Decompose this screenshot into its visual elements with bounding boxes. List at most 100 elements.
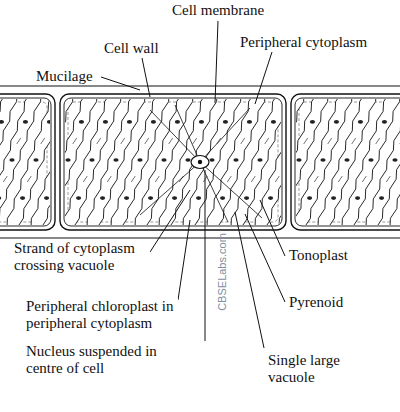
pyrenoid (209, 158, 214, 162)
granule (169, 138, 173, 144)
pyrenoid (0, 120, 4, 124)
pyrenoid (344, 158, 349, 162)
pyrenoid (247, 120, 252, 124)
pyrenoid (296, 158, 301, 162)
pyrenoid (331, 196, 336, 200)
part-label: Pyrenoid (289, 294, 343, 311)
pyrenoid (233, 158, 238, 162)
granule (155, 176, 159, 182)
pyrenoid (76, 196, 81, 200)
chloroplast-group (296, 99, 400, 225)
pyrenoid (185, 158, 190, 162)
part-label: Single large vacuole (268, 352, 378, 386)
granule (73, 138, 77, 144)
pyrenoid (137, 158, 142, 162)
granule (145, 138, 149, 144)
cytoplasm-strand (200, 162, 228, 222)
granule (193, 138, 197, 144)
pyrenoid (151, 120, 156, 124)
granule (83, 176, 87, 182)
pyrenoid (148, 196, 153, 200)
cytoplasm-strand (175, 105, 200, 162)
granule (3, 176, 7, 182)
pyrenoid (161, 158, 166, 162)
granule (241, 138, 245, 144)
cytoplasm-strand (150, 110, 200, 162)
pyrenoid (0, 196, 1, 200)
part-label: Cell membrane (172, 2, 264, 19)
pyrenoid (382, 120, 387, 124)
chloroplast-band (390, 99, 400, 225)
part-label: Peripheral cytoplasm (240, 34, 367, 51)
part-label: Peripheral chloroplast in peripheral cyt… (26, 298, 178, 332)
leader-line (235, 212, 264, 348)
pyrenoid (175, 120, 180, 124)
chloroplast-band (255, 99, 281, 225)
part-label: Tonoplast (289, 247, 348, 264)
pyrenoid (358, 120, 363, 124)
granule (275, 176, 279, 182)
pyrenoid (9, 158, 14, 162)
leader-line (150, 190, 190, 252)
leader-line (260, 200, 285, 256)
pyrenoid (223, 120, 228, 124)
granule (97, 138, 101, 144)
granule (265, 138, 269, 144)
pyrenoid (310, 120, 315, 124)
pyrenoid (257, 158, 262, 162)
granule (328, 138, 332, 144)
chloroplast-band (279, 99, 281, 225)
pyrenoid (172, 196, 177, 200)
filament (0, 86, 400, 238)
pyrenoid (65, 158, 70, 162)
pyrenoid (113, 158, 118, 162)
mucilage-edge (0, 238, 400, 239)
leader-line (101, 77, 140, 90)
pyrenoid (271, 120, 276, 124)
granule (376, 138, 380, 144)
part-label: Mucilage (36, 68, 93, 85)
leader-line (178, 220, 190, 300)
part-label: Cell wall (104, 40, 159, 57)
nucleus (191, 156, 209, 169)
granule (27, 176, 31, 182)
pyrenoid (79, 120, 84, 124)
granule (41, 138, 45, 144)
pyrenoid (33, 158, 38, 162)
chloroplast-group (0, 99, 50, 225)
leader-line (255, 52, 272, 104)
pyrenoid (244, 196, 249, 200)
pyrenoid (220, 196, 225, 200)
part-label: Nucleus suspended in centre of cell (26, 343, 178, 377)
granule (131, 176, 135, 182)
mucilage-edge (0, 86, 400, 87)
granule (352, 138, 356, 144)
granule (386, 176, 390, 182)
cytoplasm-strand (140, 162, 200, 215)
granule (107, 176, 111, 182)
leader-line (215, 21, 218, 103)
pyrenoid (320, 158, 325, 162)
watermark: CBSELabs.com (216, 233, 228, 311)
nucleolus (198, 160, 202, 164)
part-label: Strand of cytoplasm crossing vacuole (14, 240, 150, 274)
chloroplast-band (366, 99, 400, 225)
leader-line (205, 170, 206, 341)
granule (17, 138, 21, 144)
cytoplasm-strand (200, 162, 262, 218)
pyrenoid (355, 196, 360, 200)
granule (362, 176, 366, 182)
granule (121, 138, 125, 144)
granule (314, 176, 318, 182)
chloroplast-band (31, 99, 50, 225)
chloroplast-group (65, 99, 281, 225)
pyrenoid (89, 158, 94, 162)
pyrenoid (379, 196, 384, 200)
pyrenoid (268, 196, 273, 200)
pyrenoid (47, 120, 50, 124)
pyrenoid (199, 120, 204, 124)
pyrenoid (307, 196, 312, 200)
granule (304, 138, 308, 144)
pyrenoid (334, 120, 339, 124)
pyrenoid (392, 158, 397, 162)
